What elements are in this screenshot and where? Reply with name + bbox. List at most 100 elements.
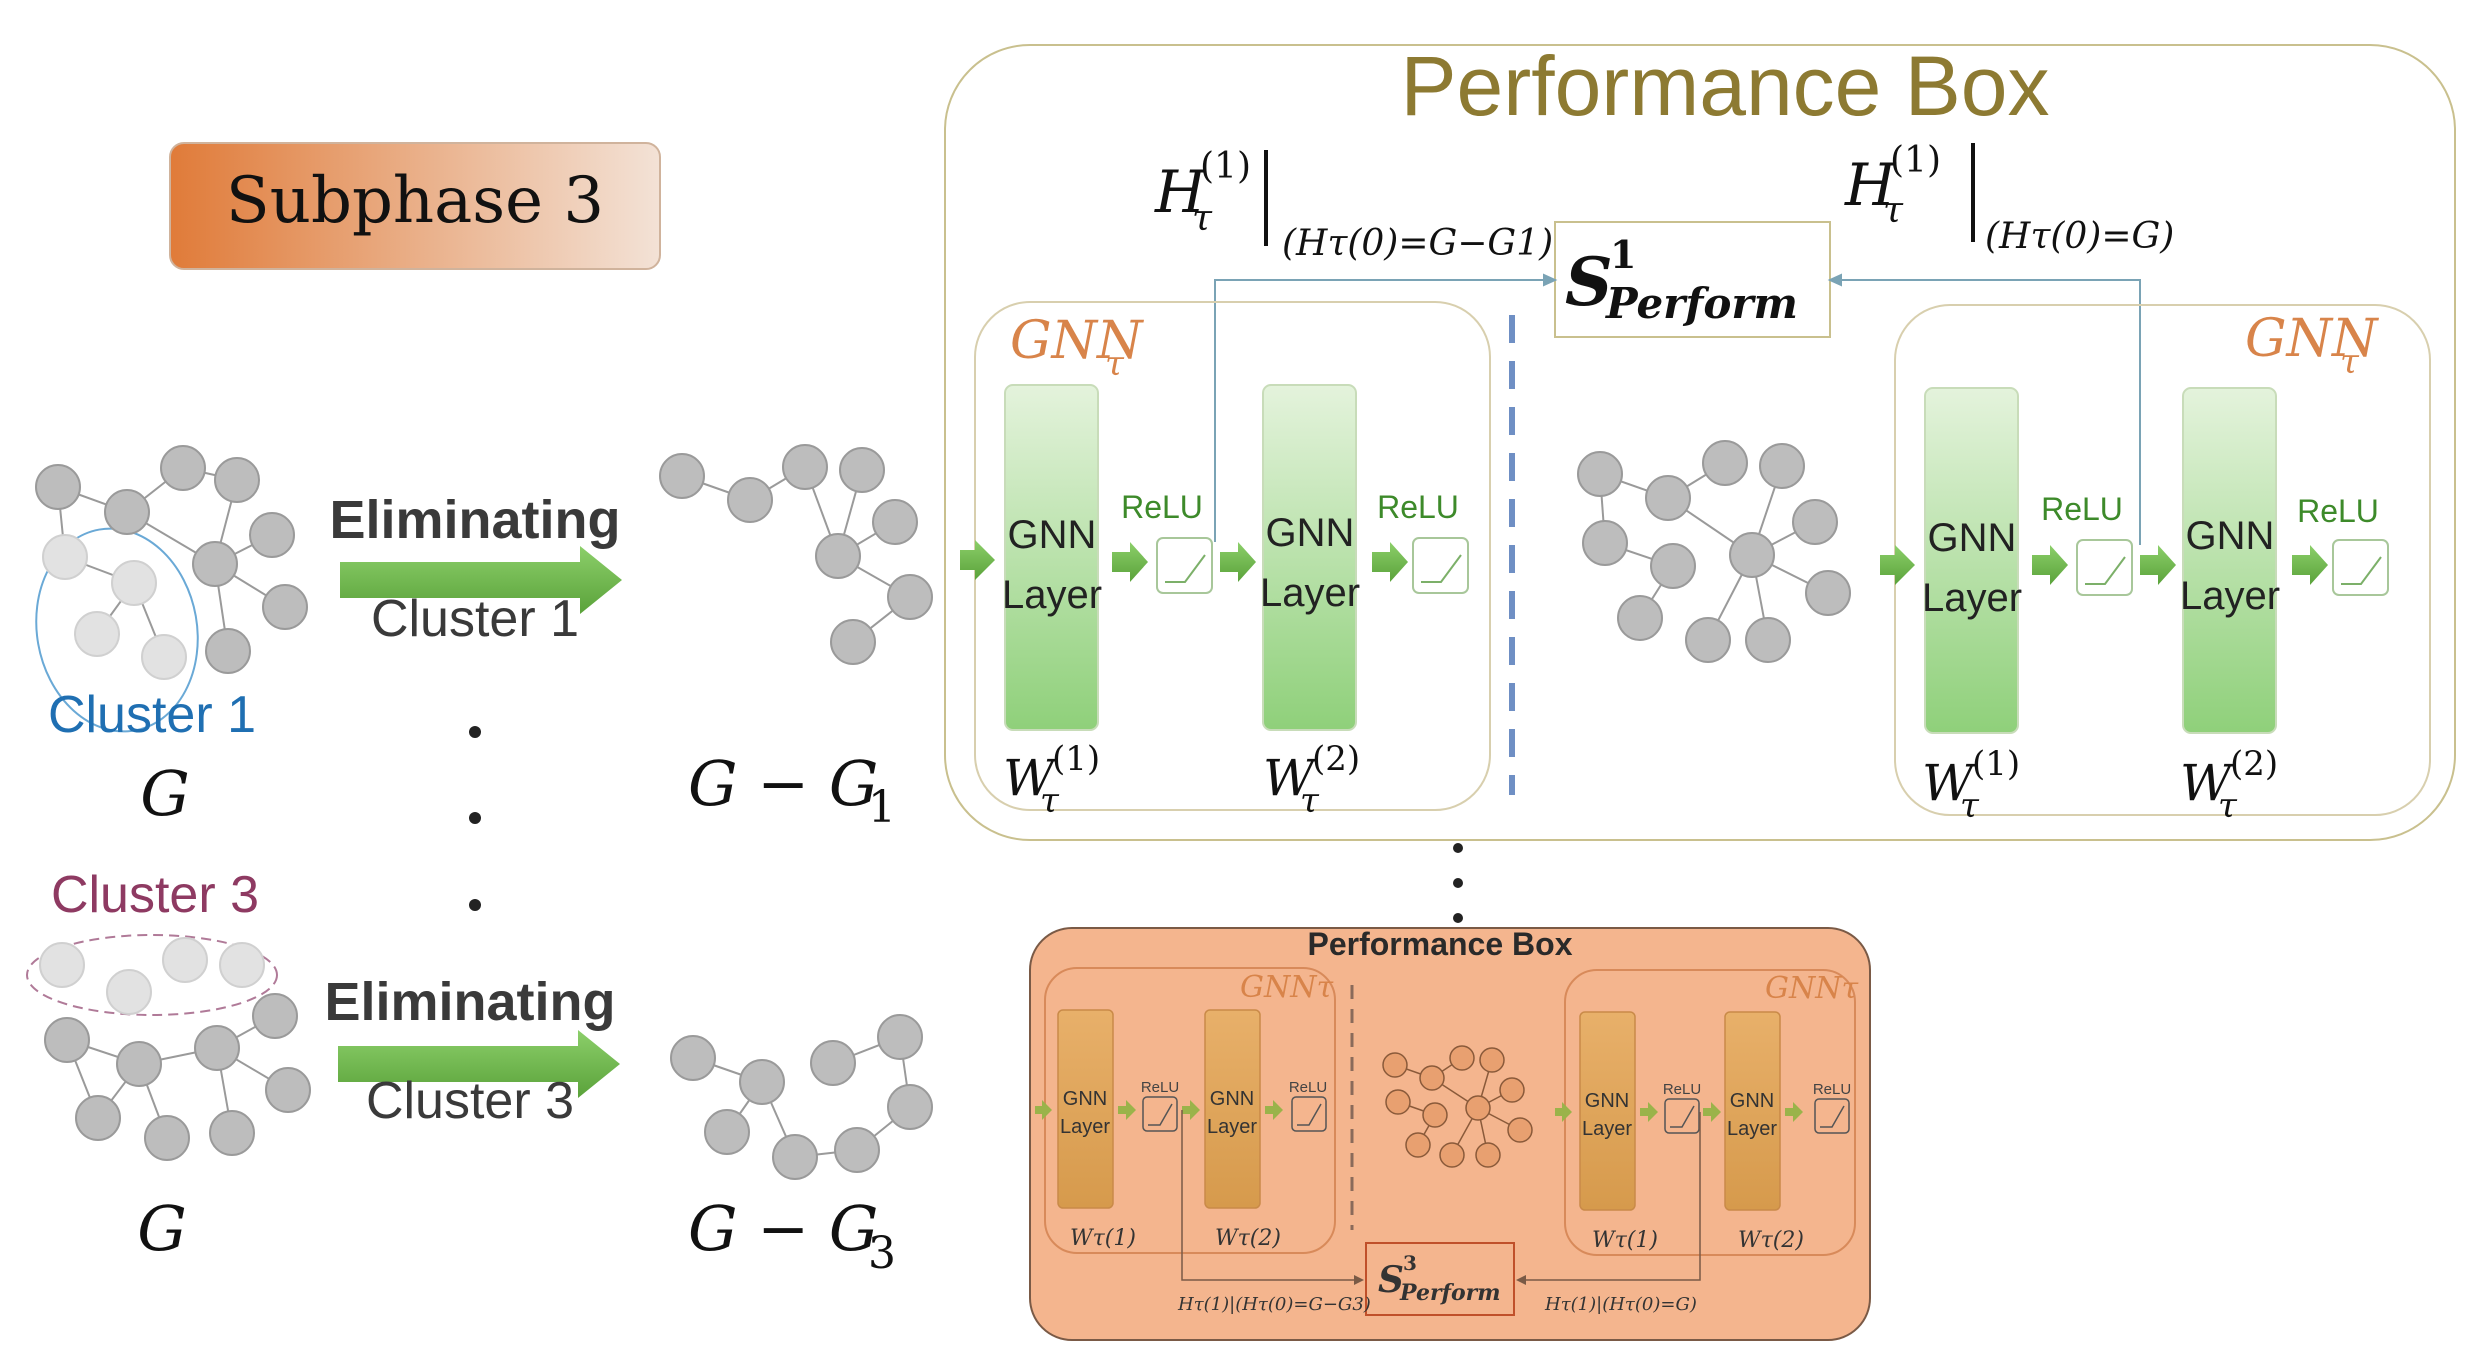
cluster3-label: Cluster 3 bbox=[51, 866, 259, 924]
svg-text:ReLU: ReLU bbox=[1141, 1079, 1179, 1096]
graph-node bbox=[772, 1134, 818, 1180]
g-minus-g1-label: G − G 1 bbox=[688, 747, 896, 833]
connectors-to-s bbox=[1214, 273, 2141, 545]
svg-text:(1): (1) bbox=[1200, 146, 1251, 187]
svg-text:Layer: Layer bbox=[1922, 576, 2022, 620]
svg-text:W: W bbox=[1922, 754, 1977, 812]
svg-text:(1): (1) bbox=[1890, 140, 1941, 181]
graph-node bbox=[1745, 617, 1791, 663]
graph-node bbox=[670, 1035, 716, 1081]
graph-node bbox=[194, 1025, 240, 1071]
svg-text:GNN: GNN bbox=[2186, 514, 2275, 558]
gnn-right-panel: GNN τ GNN Layer ReLU GNN Layer ReLU W τ … bbox=[1880, 304, 2431, 826]
vertical-ellipsis-left bbox=[469, 726, 481, 911]
svg-text:ReLU: ReLU bbox=[1377, 489, 1459, 525]
graph-node bbox=[1382, 1052, 1408, 1078]
graph-node bbox=[75, 1095, 121, 1141]
eliminate-arrow-1: Eliminating Cluster 1 bbox=[329, 490, 622, 648]
svg-text:τ: τ bbox=[2340, 342, 2360, 382]
h-right-expression: H τ (1) (Hτ(0)=G) bbox=[1844, 140, 2174, 257]
g-minus-g3-label: G − G 3 bbox=[688, 1192, 896, 1279]
svg-text:τ: τ bbox=[2218, 786, 2238, 826]
graph-node bbox=[739, 1059, 785, 1105]
svg-text:1: 1 bbox=[1610, 232, 1636, 277]
graph-node bbox=[1577, 451, 1623, 497]
graph-node bbox=[834, 1127, 880, 1173]
graph-node bbox=[1645, 475, 1691, 521]
s-perform-box: S 1 Perform bbox=[1554, 221, 1831, 338]
graph-node bbox=[1465, 1095, 1491, 1121]
graph-node bbox=[1507, 1117, 1533, 1143]
graph-node bbox=[1685, 617, 1731, 663]
graph-g-cluster1 bbox=[35, 445, 308, 733]
graph-node bbox=[1405, 1132, 1431, 1158]
graph-node bbox=[1385, 1089, 1411, 1115]
graph-node bbox=[214, 457, 260, 503]
graph-node bbox=[249, 512, 295, 558]
cluster1-label: Cluster 1 bbox=[48, 686, 256, 744]
graph-node bbox=[1792, 499, 1838, 545]
svg-text:GNN: GNN bbox=[1210, 1088, 1254, 1110]
arrow3-bottom-label: Cluster 3 bbox=[366, 1072, 574, 1130]
svg-text:ReLU: ReLU bbox=[1121, 489, 1203, 525]
graph-node bbox=[262, 584, 308, 630]
graph-node bbox=[887, 1084, 933, 1130]
svg-text:Layer: Layer bbox=[1060, 1116, 1110, 1138]
svg-text:Layer: Layer bbox=[1260, 571, 1360, 615]
svg-text:1: 1 bbox=[868, 782, 896, 833]
svg-text:Wτ(1): Wτ(1) bbox=[1070, 1226, 1136, 1251]
svg-text:(1): (1) bbox=[1972, 744, 2020, 784]
graph-node bbox=[1439, 1142, 1465, 1168]
svg-text:τ: τ bbox=[1300, 781, 1320, 821]
graph-node bbox=[1419, 1065, 1445, 1091]
subphase-title: Subphase 3 bbox=[226, 164, 604, 238]
svg-text:S: S bbox=[1565, 243, 1613, 321]
gnn-left-panel: GNN τ GNN Layer ReLU GNN Layer ReLU W τ … bbox=[960, 301, 1491, 821]
svg-text:GNN: GNN bbox=[1008, 513, 1097, 557]
svg-text:S: S bbox=[1378, 1259, 1404, 1301]
graph-node bbox=[209, 1110, 255, 1156]
svg-text:G − G: G − G bbox=[688, 1192, 878, 1265]
graph-node bbox=[39, 942, 85, 988]
svg-text:Hτ(1)|(Hτ(0)=G): Hτ(1)|(Hτ(0)=G) bbox=[1544, 1294, 1697, 1315]
graph-node bbox=[162, 937, 208, 983]
svg-text:GNNτ: GNNτ bbox=[1240, 970, 1333, 1005]
graph-node bbox=[839, 447, 885, 493]
svg-text:Wτ(2): Wτ(2) bbox=[1738, 1228, 1804, 1253]
arrow1-top-label: Eliminating bbox=[329, 490, 620, 550]
graph-node bbox=[265, 1067, 311, 1113]
graph-g-minus-g3 bbox=[670, 1014, 933, 1180]
svg-text:ReLU: ReLU bbox=[1663, 1081, 1701, 1098]
graph-node bbox=[205, 628, 251, 674]
graph-node bbox=[1729, 532, 1775, 578]
svg-text:W: W bbox=[1003, 749, 1058, 807]
graph-g-label-3: G bbox=[137, 1192, 187, 1265]
svg-text:(Hτ(0)=G): (Hτ(0)=G) bbox=[1985, 216, 2174, 257]
graph-g-cluster3 bbox=[26, 934, 311, 1161]
graph-node bbox=[219, 942, 265, 988]
svg-text:(2): (2) bbox=[2230, 744, 2278, 784]
svg-text:W: W bbox=[2180, 754, 2235, 812]
svg-text:τ: τ bbox=[1960, 786, 1980, 826]
graph-node bbox=[35, 464, 81, 510]
graph-node bbox=[104, 489, 150, 535]
svg-text:3: 3 bbox=[1403, 1251, 1417, 1275]
graph-node bbox=[1650, 543, 1696, 589]
svg-text:H: H bbox=[1844, 151, 1897, 219]
graph-node bbox=[252, 993, 298, 1039]
svg-text:ReLU: ReLU bbox=[1289, 1079, 1327, 1096]
graph-node bbox=[810, 1040, 856, 1086]
graph-node bbox=[659, 453, 705, 499]
svg-text:Perform: Perform bbox=[1399, 1280, 1501, 1306]
graph-node bbox=[106, 969, 152, 1015]
graph-node bbox=[1702, 440, 1748, 486]
arrow1-bottom-label: Cluster 1 bbox=[371, 590, 579, 648]
graph-node bbox=[727, 477, 773, 523]
svg-text:3: 3 bbox=[868, 1228, 896, 1279]
svg-text:ReLU: ReLU bbox=[2297, 493, 2379, 529]
graph-node bbox=[872, 499, 918, 545]
graph-node bbox=[74, 611, 120, 657]
performance-box-small: Performance Box GNNτ GNN Layer ReLU GNN … bbox=[1029, 926, 1871, 1341]
graph-g-minus-g1 bbox=[659, 444, 933, 665]
graph-node bbox=[1475, 1142, 1501, 1168]
